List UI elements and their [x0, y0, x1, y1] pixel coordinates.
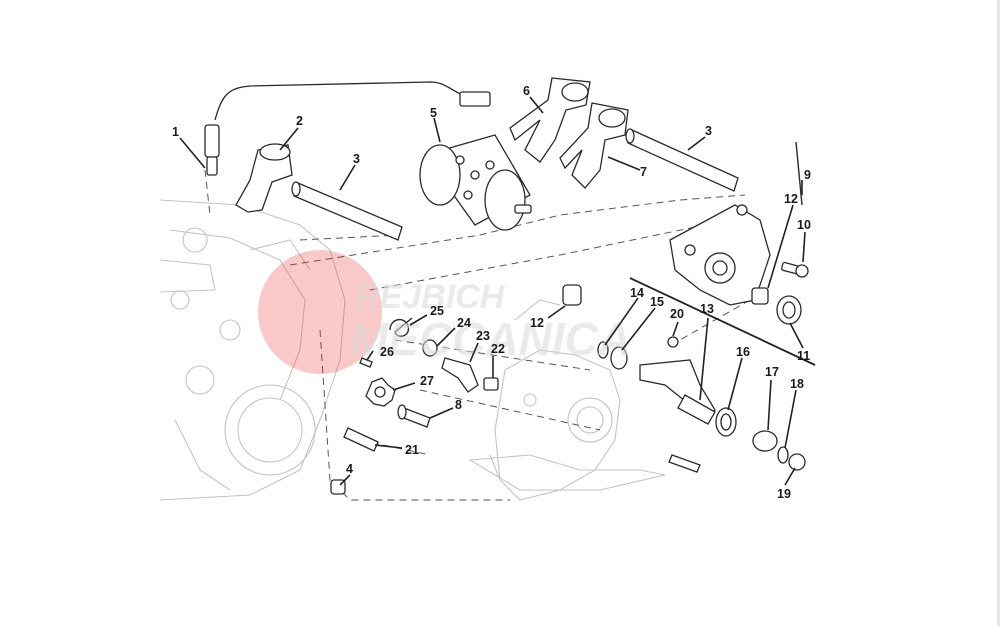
callout-16: 16	[736, 345, 750, 359]
part-neutral-sensor	[204, 81, 491, 176]
callout-13: 13	[700, 302, 714, 316]
callout-17: 17	[765, 365, 779, 379]
callout-23: 23	[476, 329, 490, 343]
callout-3-right: 3	[705, 124, 712, 138]
part-bolt-middle	[668, 454, 701, 473]
part-bushing-12-right	[751, 287, 769, 305]
part-washer-14	[597, 341, 609, 359]
part-spring-20	[667, 336, 679, 348]
leader-lines	[179, 96, 816, 486]
callout-1: 1	[172, 125, 179, 139]
watermark: REJBICH MECCANICA	[258, 250, 631, 374]
part-circlip-19	[788, 453, 806, 471]
callout-2: 2	[296, 114, 303, 128]
callout-14: 14	[630, 286, 644, 300]
watermark-line1: REJBICH	[355, 278, 506, 316]
watermark-logo	[258, 250, 382, 374]
callout-10: 10	[797, 218, 811, 232]
callout-4: 4	[346, 462, 353, 476]
part-pin-26	[359, 357, 373, 368]
callout-8: 8	[455, 398, 462, 412]
callout-3-left: 3	[353, 152, 360, 166]
part-washer-24	[422, 339, 438, 357]
callout-19: 19	[777, 487, 791, 501]
part-spring-16	[715, 407, 737, 437]
callout-26: 26	[380, 345, 394, 359]
callout-9: 9	[804, 168, 811, 182]
callout-24: 24	[457, 316, 471, 330]
part-ring-15	[610, 346, 628, 370]
callout-5: 5	[430, 106, 437, 120]
part-bushing-17	[752, 430, 778, 452]
part-pin-21	[343, 427, 379, 452]
callout-6: 6	[523, 84, 530, 98]
callout-12-right: 12	[784, 192, 798, 206]
part-star-27	[365, 377, 396, 407]
part-bolt-22	[483, 377, 499, 391]
part-washer-18	[777, 446, 789, 464]
callout-20: 20	[670, 307, 684, 321]
part-fork-shaft-left	[291, 181, 403, 241]
part-oil-seal-11	[776, 295, 802, 325]
callout-25: 25	[430, 304, 444, 318]
part-fork-shaft-right	[625, 128, 739, 192]
part-shift-fork-6	[509, 77, 591, 163]
part-shift-shaft	[639, 359, 716, 425]
lower-cover-outline	[468, 299, 666, 501]
part-screw-8	[397, 404, 431, 428]
callout-15: 15	[650, 295, 664, 309]
callout-22: 22	[491, 342, 505, 356]
right-edge-divider	[997, 0, 1000, 626]
part-selector-drum	[419, 134, 532, 231]
assembly-lines	[204, 169, 751, 501]
part-bushing-12-left	[562, 284, 582, 306]
part-spring-25	[389, 317, 413, 337]
part-shift-fork-left	[235, 143, 293, 213]
part-cover-bracket	[669, 204, 771, 306]
engine-case-outline	[159, 199, 346, 501]
watermark-line2: MECCANICA	[350, 313, 631, 365]
part-bolt-10	[781, 261, 809, 278]
callout-27: 27	[420, 374, 434, 388]
callout-7: 7	[640, 165, 647, 179]
callout-11: 11	[797, 349, 810, 363]
callout-12-left: 12	[530, 316, 544, 330]
callout-labels: 1 2 3 3 4 5 6 7 8 9 10 11 12 12 13 14 15…	[172, 84, 811, 501]
part-pin-9	[795, 141, 803, 206]
callout-21: 21	[405, 443, 419, 457]
part-shift-fork-7	[559, 102, 629, 189]
callout-18: 18	[790, 377, 804, 391]
part-lever-23	[441, 357, 479, 393]
